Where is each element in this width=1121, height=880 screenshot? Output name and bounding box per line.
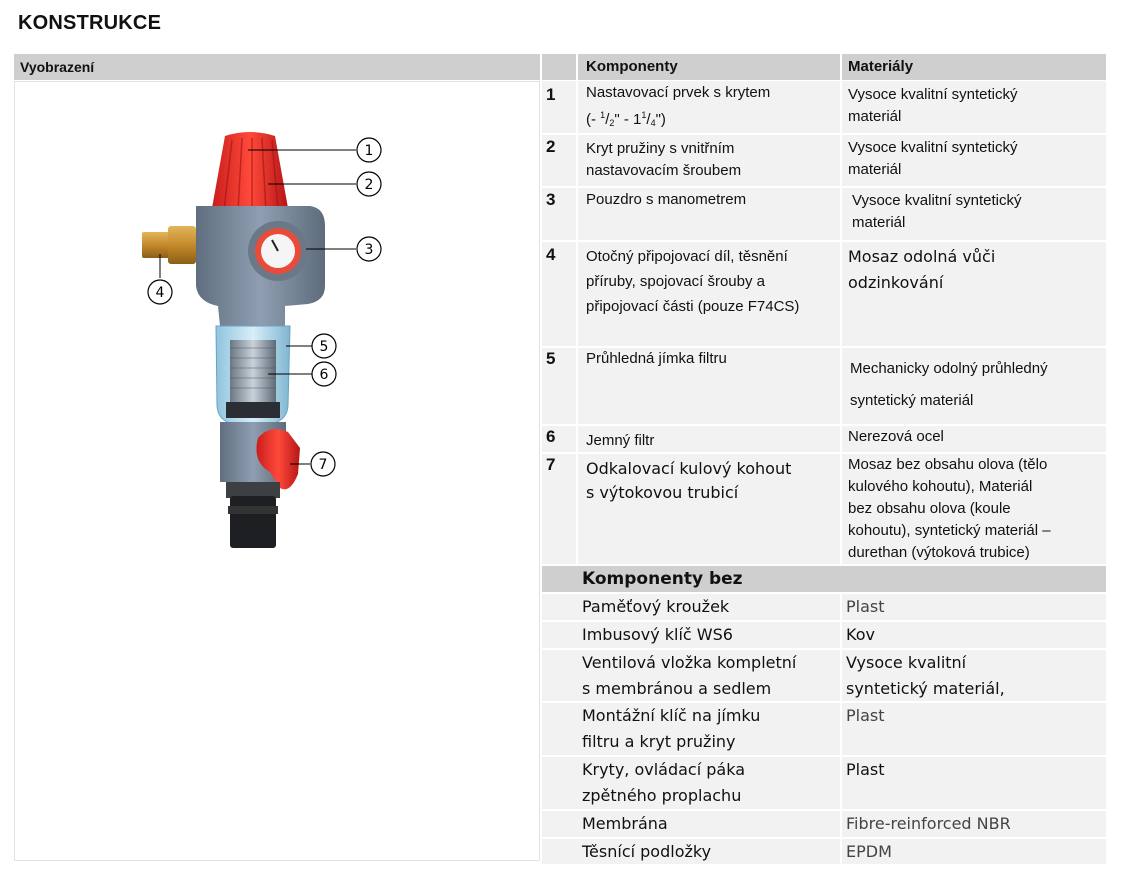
table-row: 6 Jemný filtr Nerezová ocel	[542, 426, 1106, 452]
components-table-header: Komponenty Materiály	[542, 54, 1106, 80]
table-row: Paměťový kroužek Plast	[542, 594, 1106, 620]
table-row: 5 Průhledná jímka filtru Mechanicky odol…	[542, 348, 1106, 424]
extras-table-header: Komponenty bez vyobrazení:	[542, 566, 1106, 615]
table-row: Membrána Fibre-reinforced NBR	[542, 811, 1106, 837]
callout-4: 4	[156, 285, 165, 301]
callout-1: 1	[365, 143, 374, 159]
components-column-header: Komponenty	[586, 58, 678, 75]
page-title: KONSTRUKCE	[18, 12, 162, 34]
illustration-header: Vyobrazení	[14, 54, 540, 80]
callout-3: 3	[365, 242, 374, 258]
table-row: Těsnící podložky EPDM	[542, 839, 1106, 864]
callout-6: 6	[320, 367, 329, 383]
materials-column-header: Materiály	[848, 58, 914, 75]
table-row: Imbusový klíč WS6 Kov	[542, 622, 1106, 648]
callout-5: 5	[320, 339, 329, 355]
callout-7: 7	[319, 457, 328, 473]
table-row: 3 Pouzdro s manometrem Vysoce kvalitní s…	[542, 188, 1106, 240]
illustration-panel	[14, 81, 540, 861]
table-row: 1 Nastavovací prvek s krytem (- 1/2" - 1…	[542, 81, 1106, 133]
callout-2: 2	[365, 177, 374, 193]
filter-illustration: 1 2 3 4 5 6 7	[142, 132, 382, 548]
